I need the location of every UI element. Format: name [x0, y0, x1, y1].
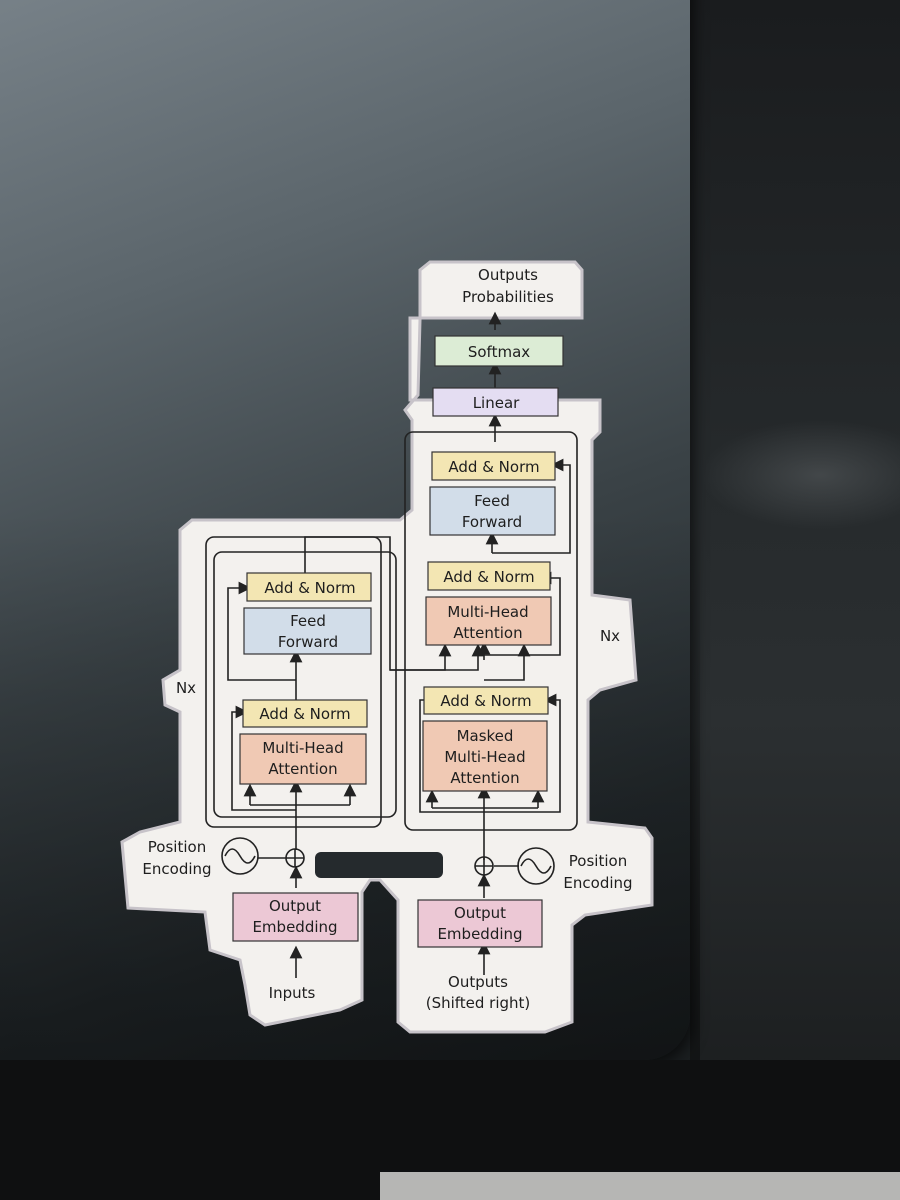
- dec-multi-head: [425, 596, 552, 646]
- enc-addnorm-top-label: Add & Norm: [264, 579, 355, 597]
- enc-nx-label: Nx: [176, 679, 196, 697]
- dec-addnorm-top-label: Add & Norm: [448, 458, 539, 476]
- top-label-1: Outputs: [478, 266, 538, 284]
- dec-masked-label-3: Attention: [450, 769, 519, 787]
- enc-addnorm-top: [246, 572, 372, 602]
- dec-addnorm-mid-label: Add & Norm: [443, 568, 534, 586]
- enc-multi-label-2: Attention: [268, 760, 337, 778]
- dec-feed-label-2: Forward: [462, 513, 522, 531]
- dec-position-label-1: Position: [569, 852, 627, 870]
- dec-masked-label-2: Multi-Head: [444, 748, 525, 766]
- dec-multi-label-1: Multi-Head: [447, 603, 528, 621]
- dec-feed-label-1: Feed: [474, 492, 510, 510]
- dec-addnorm-low-label: Add & Norm: [440, 692, 531, 710]
- desk-surface: [690, 0, 900, 1200]
- dec-nx-label: Nx: [600, 627, 620, 645]
- enc-feed-label-1: Feed: [290, 612, 326, 630]
- sticker-outline: [120, 260, 654, 1034]
- linear-label: Linear: [473, 394, 520, 412]
- dec-output-embedding: [417, 899, 543, 948]
- inputs-label: Inputs: [269, 984, 316, 1002]
- enc-multi-head: [239, 733, 367, 785]
- enc-position-label-2: Encoding: [142, 860, 211, 878]
- decoder-frame: [404, 431, 578, 831]
- sticker-slot: [315, 852, 443, 878]
- linear-box: [432, 387, 559, 417]
- desk-reflection: [700, 420, 900, 530]
- enc-feed-label-2: Forward: [278, 633, 338, 651]
- enc-embed-label-1: Output: [269, 897, 321, 915]
- dec-multi-label-2: Attention: [453, 624, 522, 642]
- dec-addnorm-low: [423, 686, 549, 715]
- softmax-label: Softmax: [468, 343, 530, 361]
- wave-icon-right: [517, 847, 555, 885]
- enc-feed-forward: [243, 607, 372, 655]
- softmax-box: [434, 335, 564, 367]
- top-label-2: Probabilities: [462, 288, 554, 306]
- dec-embed-label-2: Embedding: [437, 925, 522, 943]
- enc-output-embedding: [232, 892, 359, 942]
- enc-addnorm-low-label: Add & Norm: [259, 705, 350, 723]
- enc-multi-label-1: Multi-Head: [262, 739, 343, 757]
- encoder-frame: [205, 536, 382, 828]
- enc-embed-label-2: Embedding: [252, 918, 337, 936]
- enc-position-label-1: Position: [148, 838, 206, 856]
- dec-embed-label-1: Output: [454, 904, 506, 922]
- dec-position-label-2: Encoding: [563, 874, 632, 892]
- enc-addnorm-low: [242, 699, 368, 728]
- wave-icon-left: [221, 837, 259, 875]
- dec-masked-attention: [422, 720, 548, 792]
- dec-masked-label-1: Masked: [457, 727, 514, 745]
- dec-addnorm-top: [431, 451, 556, 481]
- dec-feed-forward: [429, 486, 556, 536]
- outputs-label-2: (Shifted right): [426, 994, 531, 1012]
- outputs-label-1: Outputs: [448, 973, 508, 991]
- dec-addnorm-mid: [427, 561, 551, 591]
- light-strip: [380, 1172, 900, 1200]
